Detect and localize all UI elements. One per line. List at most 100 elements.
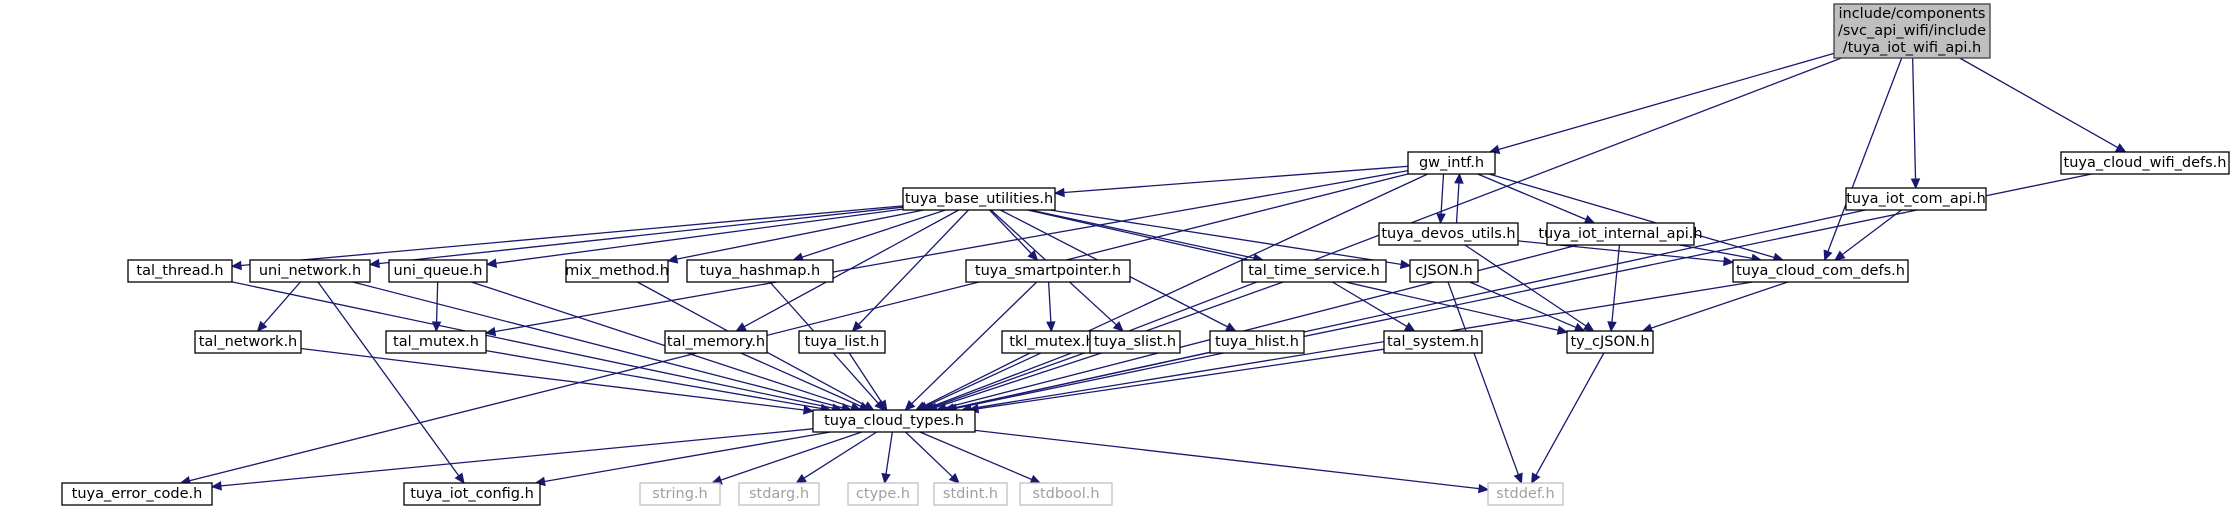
node-box-uni_network [249, 259, 371, 283]
node-label-tal_memory: tal_memory.h [667, 334, 765, 350]
edge-gw_intf-to-tal_mutex [494, 170, 1409, 333]
node-cloud_wifi_defs[interactable]: tuya_cloud_wifi_defs.h [2060, 151, 2230, 175]
edge-arrowhead-gw_intf-to-base_utilities [1053, 187, 1065, 198]
node-label-tal_thread: tal_thread.h [136, 263, 223, 279]
edge-arrowhead-base_utilities-to-mix_method [666, 254, 679, 264]
node-box-root [1833, 3, 1991, 59]
edge-arrowhead-devos_utils-to-gw_intf [1454, 172, 1464, 184]
node-box-smartpointer [965, 259, 1131, 283]
edge-arrowhead-base_utilities-to-hlist [1224, 322, 1237, 332]
node-base_utilities[interactable]: tuya_base_utilities.h [902, 187, 1056, 211]
edge-arrowhead-base_utilities-to-uni_queue [485, 258, 498, 268]
node-box-slist [1089, 330, 1181, 354]
node-devos_utils[interactable]: tuya_devos_utils.h [1378, 222, 1519, 246]
node-box-cloud_com_defs [1732, 259, 1909, 283]
node-stdint_h[interactable]: stdint.h [933, 482, 1008, 506]
edge-tal_memory-to-cloud_types [740, 352, 862, 407]
node-label-ctype_h: ctype.h [856, 486, 910, 502]
node-cloud_com_defs[interactable]: tuya_cloud_com_defs.h [1732, 259, 1909, 283]
node-stdbool_h[interactable]: stdbool.h [1019, 482, 1113, 506]
node-label-smartpointer: tuya_smartpointer.h [975, 263, 1121, 279]
node-hashmap[interactable]: tuya_hashmap.h [686, 259, 834, 283]
node-tal_mutex[interactable]: tal_mutex.h [385, 330, 487, 354]
node-box-mix_method [565, 259, 669, 283]
edge-tkl_mutex-to-cloud_types [923, 352, 1031, 407]
node-label-tal_system: tal_system.h [1387, 334, 1479, 350]
node-label-stdbool_h: stdbool.h [1032, 486, 1099, 502]
node-tal_thread[interactable]: tal_thread.h [127, 259, 233, 283]
node-smartpointer[interactable]: tuya_smartpointer.h [965, 259, 1131, 283]
node-label-stddef_h: stddef.h [1496, 486, 1554, 502]
node-uni_queue[interactable]: uni_queue.h [388, 259, 488, 283]
edge-base_utilities-to-hashmap [801, 209, 946, 258]
node-label-string_h: string.h [652, 486, 707, 502]
node-tal_network[interactable]: tal_network.h [194, 330, 302, 354]
edge-root-to-gw_intf [1498, 52, 1835, 151]
edge-uni_queue-to-tal_mutex [435, 281, 439, 323]
node-label-hashmap: tuya_hashmap.h [700, 263, 820, 279]
node-string_h[interactable]: string.h [639, 482, 721, 506]
node-uni_network[interactable]: uni_network.h [249, 259, 371, 283]
node-box-stdarg_h [738, 482, 820, 506]
node-ctype_h[interactable]: ctype.h [847, 482, 919, 506]
node-label-tal_network: tal_network.h [199, 334, 298, 350]
edge-arrowhead-cloud_types-to-stdarg_h [795, 473, 807, 484]
edge-slist-to-cloud_types [935, 352, 1102, 408]
node-stdarg_h[interactable]: stdarg.h [738, 482, 820, 506]
node-label-gw_intf: gw_intf.h [1419, 155, 1484, 171]
edge-tal_network-to-cloud_types [300, 347, 805, 411]
edge-cloud_types-to-error_code [220, 428, 814, 487]
node-error_code[interactable]: tuya_error_code.h [61, 482, 213, 506]
edge-gw_intf-to-iot_internal_api [1477, 173, 1587, 221]
edge-arrowhead-gw_intf-to-iot_internal_api [1583, 214, 1596, 224]
edge-gw_intf-to-base_utilities [1063, 165, 1409, 194]
node-cjson[interactable]: cJSON.h [1409, 259, 1479, 283]
node-slist[interactable]: tuya_slist.h [1089, 330, 1181, 354]
node-box-ctype_h [847, 482, 919, 506]
edge-tal_system-to-cloud_types [977, 348, 1385, 410]
node-tal_time_service[interactable]: tal_time_service.h [1241, 259, 1387, 283]
node-box-tal_memory [664, 330, 768, 354]
node-label-slist: tuya_slist.h [1094, 334, 1176, 350]
edge-arrowhead-gw_intf-to-tal_mutex [484, 326, 497, 337]
edge-arrowhead-uni_network-to-iot_config [454, 472, 465, 484]
node-iot_config[interactable]: tuya_iot_config.h [403, 482, 541, 506]
node-iot_com_api[interactable]: tuya_iot_com_api.h [1845, 187, 1987, 211]
node-label-cloud_wifi_defs: tuya_cloud_wifi_defs.h [2064, 155, 2227, 171]
edge-arrowhead-smartpointer-to-tkl_mutex [1046, 321, 1056, 333]
node-label-uni_queue: uni_queue.h [394, 263, 483, 279]
node-tkl_mutex[interactable]: tkl_mutex.h [1001, 330, 1103, 354]
node-ty_cjson[interactable]: ty_cJSON.h [1566, 330, 1654, 354]
edge-arrowhead-smartpointer-to-cloud_types [904, 399, 916, 411]
edge-uni_network-to-iot_config [317, 281, 460, 477]
edge-tal_time_service-to-tal_system [1332, 281, 1408, 327]
node-stddef_h[interactable]: stddef.h [1487, 482, 1564, 506]
node-cloud_types[interactable]: tuya_cloud_types.h [812, 409, 976, 433]
node-box-iot_com_api [1845, 187, 1987, 211]
node-tuya_list[interactable]: tuya_list.h [798, 330, 886, 354]
node-label-stdarg_h: stdarg.h [749, 486, 809, 502]
edge-cloud_types-to-stdbool_h [919, 431, 1033, 481]
node-tal_system[interactable]: tal_system.h [1383, 330, 1483, 354]
node-tal_memory[interactable]: tal_memory.h [664, 330, 768, 354]
edge-iot_com_api-to-cloud_com_defs [1841, 209, 1902, 256]
node-root[interactable]: include/components/svc_api_wifi/include/… [1833, 3, 1991, 59]
edge-arrowhead-cjson-to-ty_cjson [1573, 322, 1586, 332]
node-iot_internal_api[interactable]: tuya_iot_internal_api.h [1538, 222, 1703, 246]
node-mix_method[interactable]: mix_method.h [565, 259, 669, 283]
edge-base_utilities-to-tuya_list [858, 209, 969, 325]
edge-smartpointer-to-tkl_mutex [1047, 281, 1052, 323]
node-label-stdint_h: stdint.h [943, 486, 998, 502]
edge-devos_utils-to-gw_intf [1455, 182, 1460, 224]
node-label-iot_config: tuya_iot_config.h [410, 486, 534, 502]
edge-arrowhead-ty_cjson-to-stddef_h [1531, 472, 1541, 485]
edge-arrowhead-tuya_list-to-cloud_types [877, 399, 888, 412]
node-box-tal_time_service [1241, 259, 1387, 283]
edge-cjson-to-ty_cjson [1469, 281, 1577, 329]
node-label-ty_cjson: ty_cJSON.h [1570, 334, 1649, 350]
node-box-error_code [61, 482, 213, 506]
edge-arrowhead-devos_utils-to-cloud_com_defs [1723, 256, 1735, 267]
node-hlist[interactable]: tuya_hlist.h [1209, 330, 1305, 354]
node-gw_intf[interactable]: gw_intf.h [1407, 151, 1496, 175]
